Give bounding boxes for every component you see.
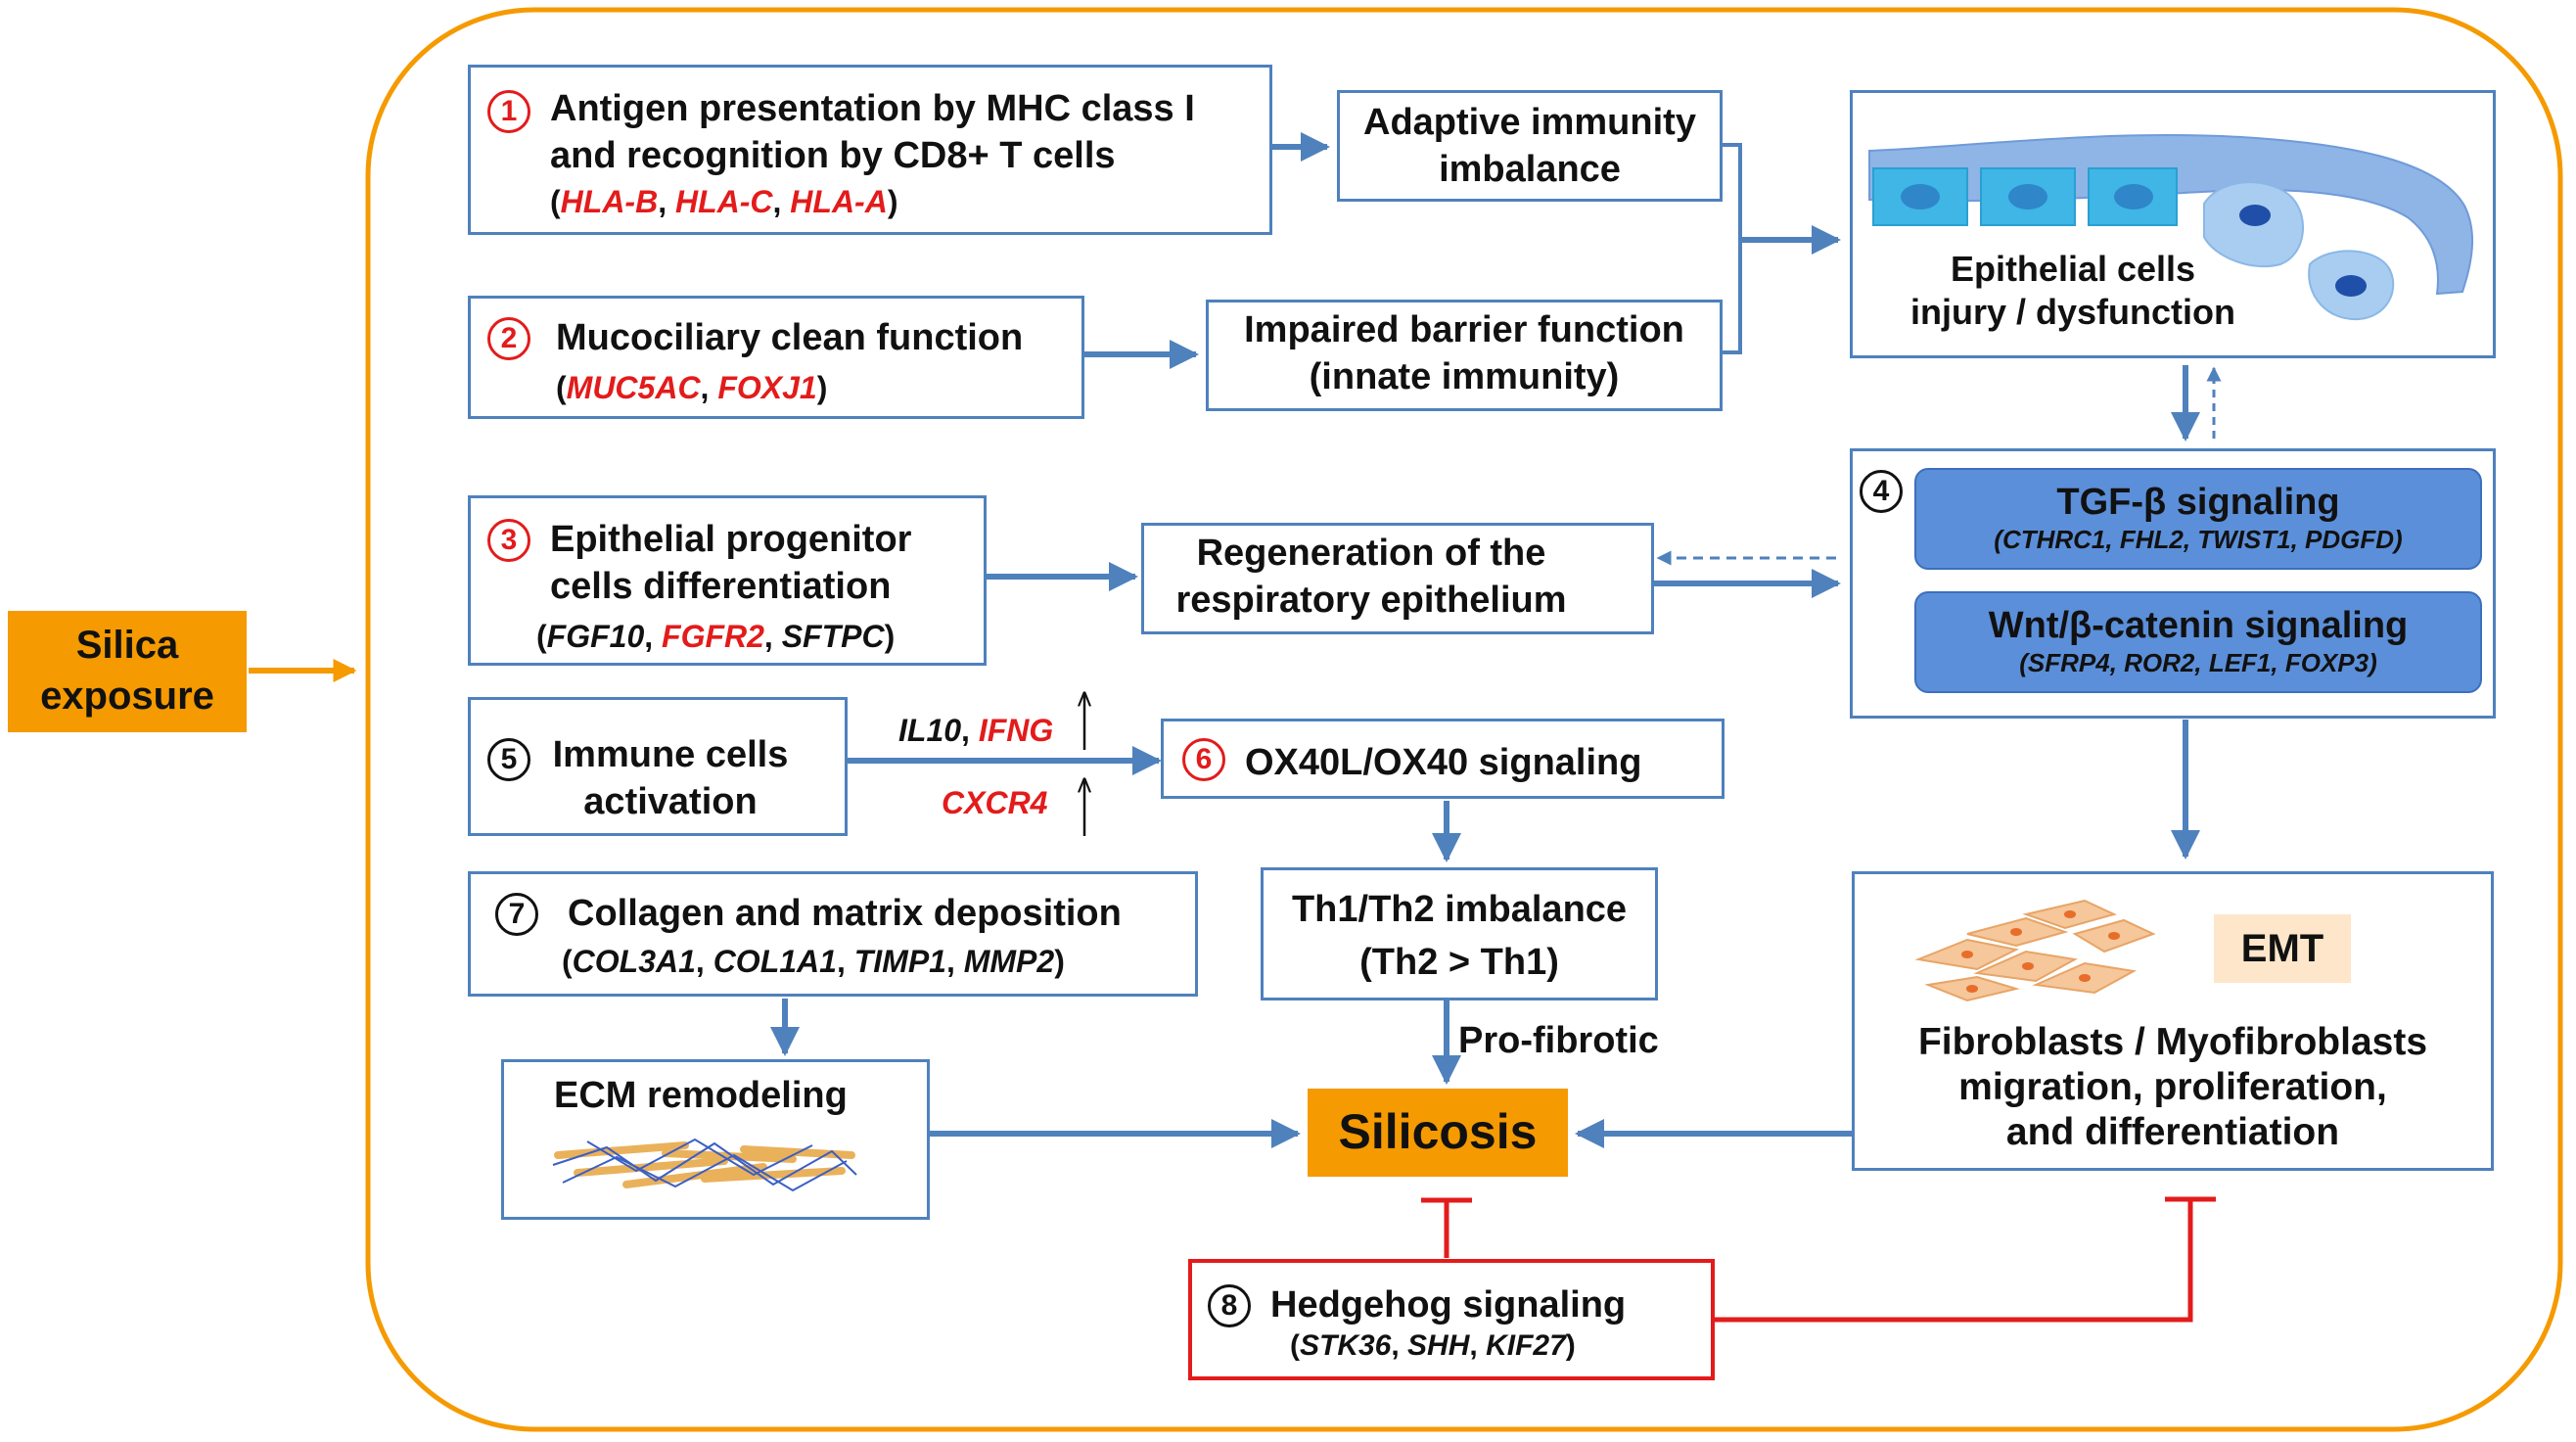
inhibit-silicosis	[1421, 1197, 1472, 1258]
cell-nucleus	[2114, 184, 2153, 209]
box8-line1: Hedgehog signaling	[1270, 1284, 1627, 1326]
box1-line2: and recognition by CD8+ T cells	[550, 135, 1116, 176]
box-th-imbalance	[1261, 867, 1658, 1000]
wnt-genes: (SFRP4, ROR2, LEF1, FOXP3)	[2019, 648, 2377, 677]
barrier-line2: (innate immunity)	[1309, 356, 1620, 397]
box-adaptive-immunity	[1337, 90, 1723, 202]
silicosis-label: Silicosis	[1338, 1104, 1538, 1159]
cytokine-cxcr4: CXCR4	[942, 785, 1048, 820]
silicosis-box	[1308, 1089, 1568, 1177]
emt-badge	[2214, 914, 2351, 983]
silica-label-line2: exposure	[40, 674, 214, 718]
tgf-genes: (CTHRC1, FHL2, TWIST1, PDGFD)	[1994, 525, 2403, 554]
box6-label: OX40L/OX40 signaling	[1245, 742, 1642, 783]
tgf-title: TGF-β signaling	[2056, 482, 2340, 523]
number-badge-5: 5	[487, 738, 530, 781]
th-line1: Th1/Th2 imbalance	[1291, 889, 1628, 930]
box5-line1: Immune cells	[552, 734, 789, 775]
box-immune-cells	[468, 697, 848, 836]
box3-line2: cells differentiation	[550, 566, 892, 607]
wnt-signaling-box	[1914, 591, 2482, 693]
profibrotic-label: Pro-fibrotic	[1458, 1020, 1659, 1061]
bracket-to-epithelial	[1723, 143, 1742, 354]
epithelial-illustration	[1868, 134, 2473, 321]
fibroblast-illustration	[1914, 899, 2156, 1002]
adaptive-line1: Adaptive immunity	[1363, 102, 1696, 143]
epithelial-cell	[2088, 167, 2178, 226]
adaptive-line2: imbalance	[1439, 149, 1621, 190]
outer-frame	[365, 7, 2563, 1432]
wnt-title: Wnt/β-catenin signaling	[1988, 605, 2409, 646]
number-badge-6: 6	[1182, 738, 1225, 781]
box8-genes: (STK36, SHH, KIF27)	[1290, 1329, 1576, 1362]
injured-cell-nucleus	[2335, 275, 2367, 297]
number-badge-4: 4	[1860, 470, 1903, 513]
box-mucociliary	[468, 296, 1084, 419]
number-badge-7: 7	[495, 893, 538, 936]
box-fibroblasts	[1852, 871, 2494, 1171]
emt-label: EMT	[2240, 927, 2324, 970]
fibro-line3: and differentiation	[2005, 1111, 2340, 1153]
box-ecm-remodeling	[501, 1059, 930, 1220]
box-impaired-barrier	[1206, 300, 1723, 411]
regen-line1: Regeneration of the	[1196, 533, 1546, 574]
cell-nucleus	[2008, 184, 2047, 209]
fibro-line2: migration, proliferation,	[1958, 1066, 2387, 1108]
number-badge-3: 3	[487, 519, 530, 562]
ecm-label: ECM remodeling	[554, 1075, 848, 1116]
ecm-fiber-illustration	[552, 1138, 857, 1192]
cytokines-upper: IL10, IFNG	[898, 713, 1054, 748]
box-ox40	[1161, 719, 1725, 799]
epithelial-line2: injury / dysfunction	[1909, 292, 2235, 332]
regen-line2: respiratory epithelium	[1175, 580, 1567, 621]
number-badge-8: 8	[1208, 1284, 1251, 1327]
th-line2: (Th2 > Th1)	[1359, 942, 1559, 983]
box3-genes: (FGF10, FGFR2, SFTPC)	[536, 619, 896, 654]
box-antigen-presentation	[468, 65, 1272, 235]
epithelial-line1: Epithelial cells	[1950, 249, 2196, 289]
tgf-beta-signaling-box	[1914, 468, 2482, 570]
box2-line1: Mucociliary clean function	[556, 317, 1024, 358]
barrier-line1: Impaired barrier function	[1244, 309, 1684, 350]
box-hedgehog	[1188, 1259, 1715, 1380]
box5-line2: activation	[583, 781, 758, 822]
box7-line1: Collagen and matrix deposition	[568, 893, 1122, 934]
box3-line1: Epithelial progenitor	[550, 519, 912, 560]
box1-genes: (HLA-B, HLA-C, HLA-A)	[550, 184, 898, 219]
number-badge-2: 2	[487, 317, 530, 360]
silica-exposure-box	[8, 611, 247, 732]
box-collagen-deposition	[468, 871, 1198, 997]
silica-label-line1: Silica	[75, 624, 179, 667]
box-epithelial-progenitor	[468, 495, 987, 666]
fibro-line1: Fibroblasts / Myofibroblasts	[1917, 1021, 2428, 1063]
inhibit-fibro	[1715, 1196, 2216, 1323]
box1-line1: Antigen presentation by MHC class I	[550, 88, 1195, 129]
box7-genes: (COL3A1, COL1A1, TIMP1, MMP2)	[562, 944, 1065, 979]
epithelial-cell	[1872, 167, 1968, 226]
box-regeneration	[1141, 523, 1654, 634]
cell-nucleus	[1901, 184, 1940, 209]
box2-genes: (MUC5AC, FOXJ1)	[556, 370, 828, 405]
injured-cell-nucleus	[2239, 205, 2271, 226]
number-badge-1: 1	[487, 90, 530, 133]
